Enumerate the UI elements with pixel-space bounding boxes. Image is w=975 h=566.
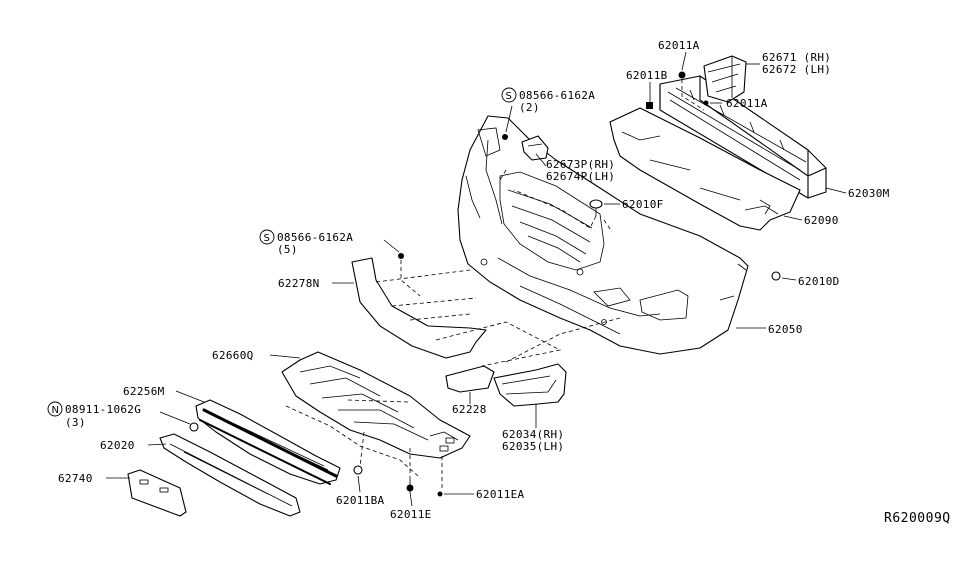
label-62673p: 62673P(RH): [546, 158, 615, 171]
svg-text:S: S: [264, 233, 270, 244]
leader-lines: [106, 51, 847, 507]
label-62050: 62050: [768, 323, 803, 336]
label-62010d: 62010D: [798, 275, 840, 288]
label-62278n: 62278N: [278, 277, 320, 290]
label-62672: 62672 (LH): [762, 63, 831, 76]
bracket-62673p-62674p: [521, 135, 549, 161]
label-08566-left-qty: (5): [277, 243, 298, 256]
label-62011a-top: 62011A: [658, 39, 700, 52]
label-08911-qty: (3): [65, 416, 86, 429]
assembly-lines: [347, 79, 705, 490]
label-62256m: 62256M: [123, 385, 165, 398]
svg-text:S: S: [506, 91, 512, 102]
label-08566-left: 08566-6162A: [277, 231, 353, 244]
fasteners: [189, 71, 781, 497]
label-62671: 62671 (RH): [762, 51, 831, 64]
label-62011b: 62011B: [626, 69, 668, 82]
label-62660q: 62660Q: [212, 349, 254, 362]
label-62011a-mid: 62011A: [726, 97, 768, 110]
svg-text:N: N: [52, 405, 59, 416]
bumper-fascia-62050: [457, 115, 749, 355]
label-62020: 62020: [100, 439, 135, 452]
label-62010f: 62010F: [622, 198, 664, 211]
label-62030m: 62030M: [848, 187, 890, 200]
seal-62278n: [351, 257, 487, 359]
reference-code: R620009Q: [884, 511, 951, 526]
bracket-62671-62672: [703, 55, 747, 103]
bracket-62034-62035: [493, 363, 567, 407]
panel-62020: [159, 433, 301, 517]
label-08566-top-qty: (2): [519, 101, 540, 114]
garnish-62228: [445, 365, 495, 393]
label-08566-top: 08566-6162A: [519, 89, 595, 102]
label-62011e: 62011E: [390, 508, 432, 521]
label-62090: 62090: [804, 214, 839, 227]
symbol-s-left: S: [259, 229, 275, 245]
symbol-s-top: S: [501, 87, 517, 103]
label-62034: 62034(RH): [502, 428, 564, 441]
license-bracket-62740: [127, 469, 187, 517]
label-62011ea: 62011EA: [476, 488, 525, 501]
grille-62256m: [195, 399, 341, 485]
label-08911: 08911-1062G: [65, 403, 141, 416]
energy-absorber-62090: [609, 107, 801, 231]
under-cover-62660q: [281, 351, 471, 477]
label-62035: 62035(LH): [502, 440, 564, 453]
label-62228: 62228: [452, 403, 487, 416]
symbol-n-left: N: [47, 401, 63, 417]
label-62674p: 62674P(LH): [546, 170, 615, 183]
label-62011ba: 62011BA: [336, 494, 385, 507]
label-62740: 62740: [58, 472, 93, 485]
